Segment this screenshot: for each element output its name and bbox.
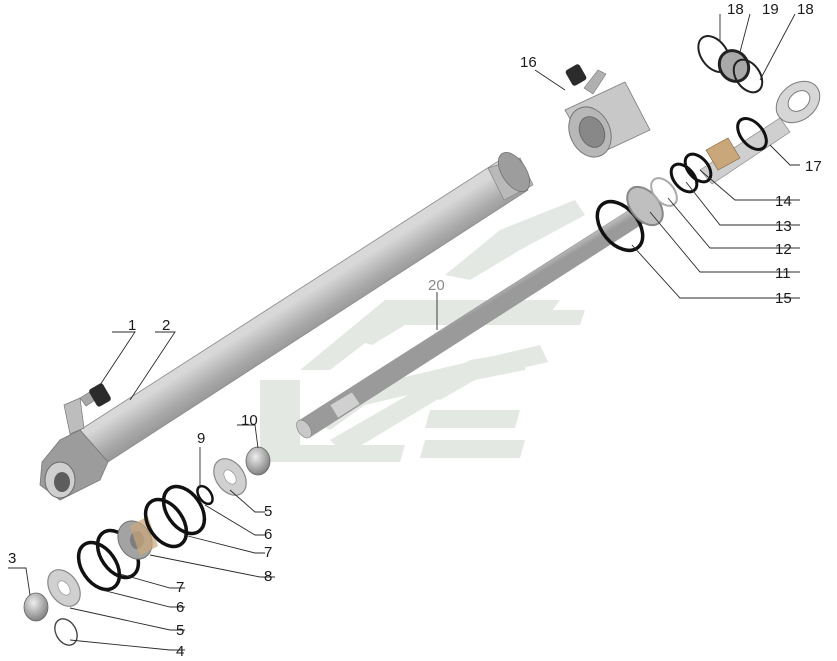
callout-19: 19 <box>762 1 779 18</box>
callout-13: 13 <box>775 218 792 235</box>
leader-lines <box>8 13 800 651</box>
callout-10: 10 <box>241 412 258 429</box>
rod-eye <box>699 80 821 185</box>
callout-18-right: 18 <box>797 1 814 18</box>
callout-6-lower: 6 <box>176 599 184 616</box>
callout-4: 4 <box>176 643 184 660</box>
callout-1: 1 <box>128 317 136 334</box>
piston-rod <box>296 199 657 439</box>
callout-7-lower: 7 <box>176 579 184 596</box>
callout-17: 17 <box>805 158 822 175</box>
callout-8: 8 <box>264 568 272 585</box>
callout-numbers: 18 19 18 16 17 14 13 12 11 15 20 1 2 10 … <box>8 1 822 660</box>
callout-5-upper: 5 <box>264 503 272 520</box>
callout-7-upper: 7 <box>264 544 272 561</box>
callout-11: 11 <box>775 265 791 282</box>
bushing-set <box>697 34 764 94</box>
callout-3: 3 <box>8 550 16 567</box>
callout-2: 2 <box>162 317 170 334</box>
callout-12: 12 <box>775 241 792 258</box>
port-fitting <box>63 383 111 435</box>
callout-9: 9 <box>197 430 205 447</box>
callout-6-upper: 6 <box>264 526 272 543</box>
callout-18-left: 18 <box>727 1 744 18</box>
piston-components <box>23 446 271 646</box>
cylinder-barrel <box>39 152 534 501</box>
callout-20: 20 <box>428 277 445 294</box>
callout-14: 14 <box>775 193 792 210</box>
callout-16: 16 <box>520 54 537 71</box>
callout-15: 15 <box>775 290 792 307</box>
gland-nut <box>564 64 651 158</box>
callout-5-lower: 5 <box>176 622 184 639</box>
rod-seals <box>595 117 768 253</box>
